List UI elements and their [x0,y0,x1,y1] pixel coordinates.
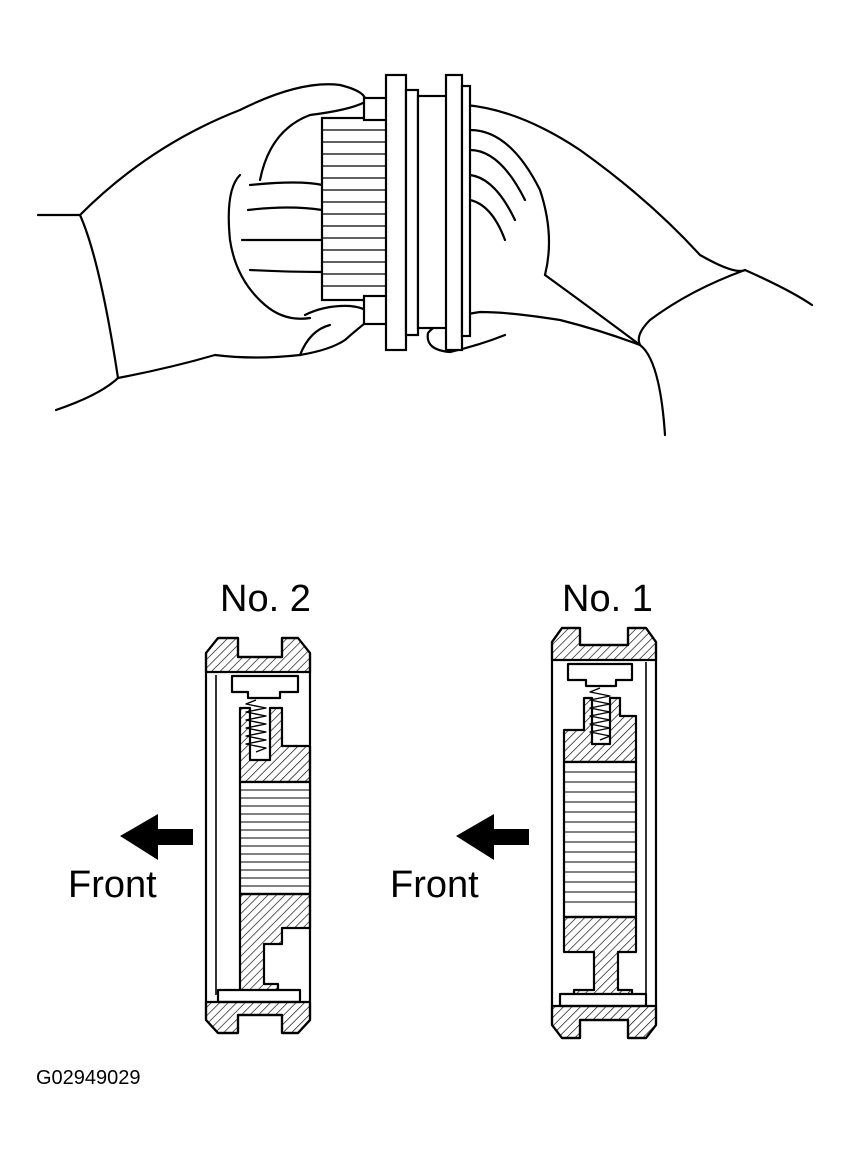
arrow-left-icon [120,814,193,860]
gear-assembly-top [320,73,472,352]
gear-no2-section [204,636,312,1035]
gear-no1-teeth [564,771,636,903]
hands-holding-gear-icon [36,83,814,437]
gear-teeth-top [322,129,390,287]
gear-no1-section [550,626,658,1040]
gear-no1-label: No. 1 [562,578,653,620]
front-label-right: Front [390,864,479,906]
arrow-left-icon [456,814,529,860]
gear-no2-teeth [240,789,310,887]
gear-no2-label: No. 2 [220,578,311,620]
figure-code: G02949029 [36,1067,141,1089]
front-label-left: Front [68,864,157,906]
